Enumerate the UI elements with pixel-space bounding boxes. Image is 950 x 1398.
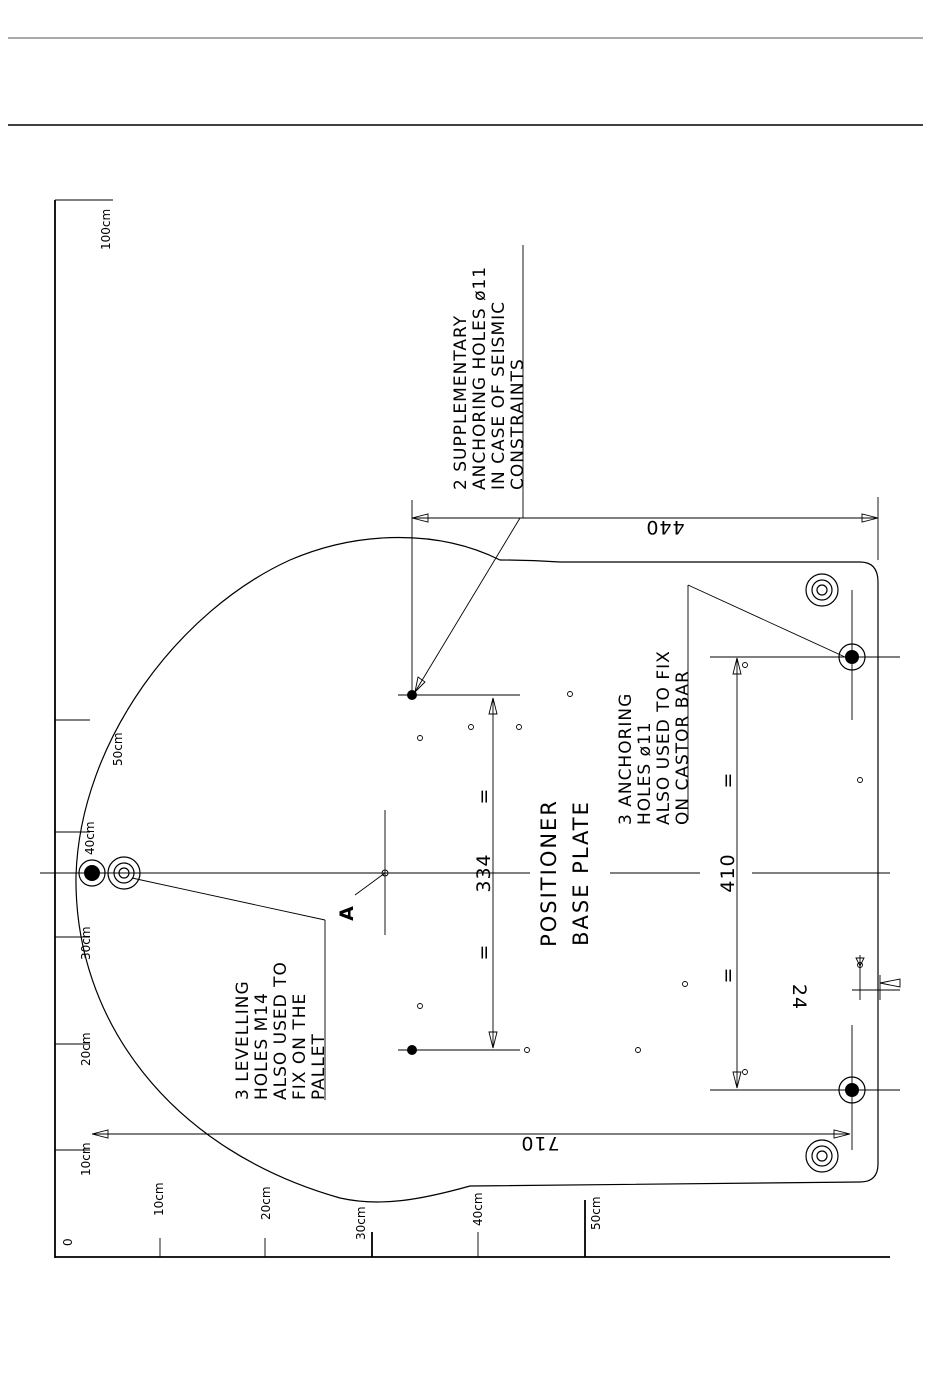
dimension-24-label: 24: [788, 984, 810, 1010]
scale-label-50cm: 50cm: [589, 1196, 603, 1230]
note-levelling-line4: FIX ON THE: [290, 993, 310, 1100]
levelling-hole-top-right: [806, 574, 838, 606]
note-levelling-line5: PALLET: [309, 1033, 329, 1100]
supplementary-hole-top: [398, 690, 520, 700]
note-anchoring-line2: HOLES ø11: [635, 721, 655, 825]
equal-mark-410-bottom: =: [717, 967, 739, 984]
note-supplementary-line1: 2 SUPPLEMENTARY: [451, 315, 471, 490]
dimension-410: 410 = =: [717, 658, 741, 1088]
note-supplementary: 2 SUPPLEMENTARY ANCHORING HOLES ø11 IN C…: [451, 266, 528, 490]
note-levelling: 3 LEVELLING HOLES M14 ALSO USED TO FIX O…: [233, 961, 329, 1100]
scale-label-0: 0: [61, 1238, 75, 1246]
levelling-hole-bottom-right: [806, 1140, 838, 1172]
section-mark-a-label: A: [336, 905, 358, 921]
note-anchoring: 3 ANCHORING HOLES ø11 ALSO USED TO FIX O…: [616, 650, 693, 825]
dimension-710: 710: [92, 1130, 850, 1154]
scale-label-10cm-left: 10cm: [79, 1142, 93, 1176]
note-anchoring-line4: ON CASTOR BAR: [673, 670, 693, 825]
note-levelling-line2: HOLES M14: [252, 992, 272, 1100]
dimension-334: 334 = =: [473, 698, 497, 1048]
note-levelling-line3: ALSO USED TO: [271, 961, 291, 1100]
supplementary-hole-bottom: [398, 1045, 520, 1055]
note-levelling-line1: 3 LEVELLING: [233, 980, 253, 1100]
equal-mark-334-bottom: =: [473, 944, 495, 961]
dimension-710-label: 710: [520, 1132, 559, 1154]
section-mark-a: A: [336, 810, 385, 935]
dimension-334-label: 334: [473, 853, 495, 892]
scale-label-30cm-left: 30cm: [79, 926, 93, 960]
scale-label-20cm-left: 20cm: [79, 1032, 93, 1066]
anchoring-hole-bottom: [710, 1025, 900, 1150]
dimension-24: 24: [788, 955, 900, 1010]
base-plate-label: POSITIONER BASE PLATE: [537, 799, 593, 947]
equal-mark-410-top: =: [717, 772, 739, 789]
anchoring-hole-top: [710, 590, 900, 720]
scale-label-40cm: 40cm: [471, 1192, 485, 1226]
dimension-440-label: 440: [645, 516, 684, 538]
base-plate-label-line2: BASE PLATE: [569, 800, 593, 946]
note-supplementary-line3: IN CASE OF SEISMIC: [489, 301, 509, 490]
equal-mark-334-top: =: [473, 788, 495, 805]
base-plate-label-line1: POSITIONER: [537, 799, 561, 947]
scale-label-30cm: 30cm: [354, 1206, 368, 1240]
scale-label-50cm-left: 50cm: [111, 732, 125, 766]
note-supplementary-line4: CONSTRAINTS: [508, 358, 528, 490]
scale-label-100cm: 100cm: [99, 209, 113, 250]
scale-label-40cm-left: 40cm: [83, 821, 97, 855]
note-anchoring-line3: ALSO USED TO FIX: [654, 650, 674, 825]
scale-label-20cm: 20cm: [259, 1186, 273, 1220]
scale-label-10cm: 10cm: [152, 1182, 166, 1216]
scale-labels-bottom: 0 10cm 20cm 30cm 40cm 50cm: [61, 1182, 603, 1246]
dimension-440: 440: [412, 497, 878, 690]
scale-labels-left: 100cm 50cm 40cm 30cm 20cm 10cm: [79, 209, 125, 1176]
note-anchoring-line1: 3 ANCHORING: [616, 693, 636, 825]
dimension-410-label: 410: [717, 853, 739, 892]
leader-anchoring: [688, 585, 845, 820]
note-supplementary-line2: ANCHORING HOLES ø11: [470, 266, 490, 490]
